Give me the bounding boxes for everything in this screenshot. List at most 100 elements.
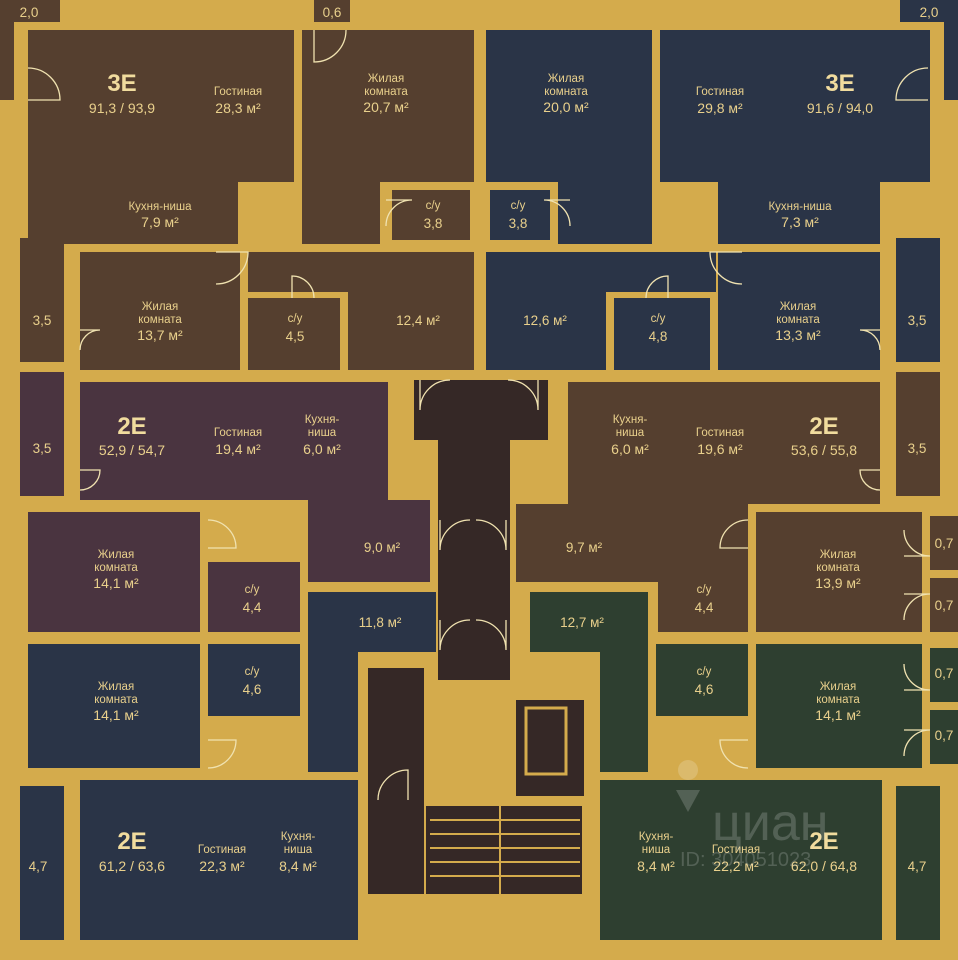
mr-living-room[interactable]	[568, 382, 880, 504]
room-area: 12,7 м²	[560, 615, 604, 630]
unit-2e-mid-left[interactable]	[28, 382, 430, 632]
bl-hall[interactable]	[308, 592, 436, 652]
tl-bedroom-top[interactable]	[302, 30, 474, 182]
room-area: 14,1 м²	[815, 707, 861, 723]
balcony-tc[interactable]	[314, 0, 350, 22]
room-label: Кухня-	[639, 831, 674, 843]
balcony-r2[interactable]	[896, 372, 940, 496]
unit-3e-right[interactable]	[486, 30, 930, 370]
tr-bedroom-top-lower[interactable]	[558, 182, 652, 244]
br-bath[interactable]	[656, 644, 748, 716]
tr-bedroom-top[interactable]	[486, 30, 652, 182]
mr-bedroom[interactable]	[756, 512, 922, 632]
mr-bath[interactable]	[658, 562, 748, 632]
balcony-area: 3,5	[908, 441, 927, 456]
bl-hall-2[interactable]	[308, 652, 358, 772]
room-label: комната	[364, 86, 408, 98]
balcony-area: 0,6	[323, 5, 342, 20]
room-label: Кухня-ниша	[128, 201, 192, 213]
room-label: комната	[776, 314, 820, 326]
pin-icon	[676, 760, 700, 812]
balcony-area: 0,7	[935, 666, 954, 681]
unit-area-3e-right: 91,6 / 94,0	[807, 100, 873, 116]
bl-bedroom[interactable]	[28, 644, 200, 768]
room-label: с/у	[511, 200, 526, 212]
balcony-l3[interactable]	[20, 786, 64, 940]
room-label: с/у	[426, 200, 441, 212]
ml-hall[interactable]	[308, 500, 430, 582]
balcony-r5[interactable]	[930, 648, 958, 702]
tr-hall[interactable]	[486, 252, 716, 292]
balcony-r7[interactable]	[896, 786, 940, 940]
tl-bedroom-low[interactable]	[80, 252, 240, 370]
room-label: Кухня-	[613, 414, 648, 426]
room-label: с/у	[697, 666, 712, 678]
tr-hall-2[interactable]	[486, 292, 606, 370]
br-living-room[interactable]	[600, 780, 882, 940]
br-hall[interactable]	[530, 592, 648, 652]
tl-bedroom-top-lower[interactable]	[302, 182, 380, 244]
balcony-r1[interactable]	[896, 238, 940, 362]
unit-2e-bottom-left[interactable]	[28, 592, 436, 940]
door-swings	[27, 29, 931, 801]
unit-area-2e-bottom-right: 62,0 / 64,8	[791, 858, 857, 874]
unit-2e-bottom-right[interactable]	[530, 592, 922, 940]
tl-bath-2[interactable]	[248, 298, 340, 370]
room-label: Жилая	[368, 73, 404, 85]
room-label: Жилая	[820, 549, 856, 561]
balcony-tl-top[interactable]	[0, 0, 60, 22]
room-label: Жилая	[780, 301, 816, 313]
tr-kitchen-niche[interactable]	[718, 182, 880, 244]
tr-living-room[interactable]	[660, 30, 930, 182]
balcony-area: 3,5	[33, 441, 52, 456]
tl-bath-1[interactable]	[392, 190, 470, 240]
balcony-l2[interactable]	[20, 372, 64, 496]
balcony-r4[interactable]	[930, 578, 958, 632]
balcony-tr[interactable]	[944, 0, 958, 100]
tr-bath-2[interactable]	[614, 298, 710, 370]
balcony-area: 0,7	[935, 728, 954, 743]
ml-bath[interactable]	[208, 562, 300, 632]
room-label: Жилая	[820, 681, 856, 693]
balcony-tl[interactable]	[0, 0, 14, 100]
room-area: 11,8 м²	[359, 615, 402, 630]
ml-living-room[interactable]	[80, 382, 388, 500]
balcony-r3[interactable]	[930, 516, 958, 570]
br-hall-2[interactable]	[600, 652, 648, 772]
tl-living-room[interactable]	[28, 30, 294, 182]
room-label: комната	[94, 562, 138, 574]
unit-2e-mid-right[interactable]	[516, 382, 922, 632]
tl-kitchen-niche[interactable]	[28, 182, 238, 244]
bl-bath[interactable]	[208, 644, 300, 716]
tl-hall[interactable]	[248, 252, 474, 292]
balcony-r6[interactable]	[930, 710, 958, 764]
balcony-area: 3,5	[33, 313, 52, 328]
balcony-tr-top[interactable]	[900, 0, 958, 22]
room-area: 7,9 м²	[141, 214, 179, 230]
room-area: 4,4	[243, 600, 262, 615]
room-labels: Гостиная 28,3 м² Кухня-ниша 7,9 м² Жилая…	[93, 73, 861, 874]
br-bedroom[interactable]	[756, 644, 922, 768]
bl-living-room[interactable]	[80, 780, 358, 940]
unit-3e-left[interactable]	[28, 30, 474, 370]
unit-code-3e-left: 3Е	[107, 70, 136, 97]
tr-bath-1[interactable]	[490, 190, 550, 240]
room-area: 13,9 м²	[815, 575, 861, 591]
balcony-area: 4,7	[29, 859, 48, 874]
room-area: 6,0 м²	[611, 441, 649, 457]
unit-area-2e-bottom-left: 61,2 / 63,6	[99, 858, 165, 874]
room-area: 14,1 м²	[93, 575, 139, 591]
tl-hall-2[interactable]	[348, 292, 474, 370]
ml-bedroom[interactable]	[28, 512, 200, 632]
balcony-l1[interactable]	[20, 238, 64, 362]
unit-code-2e-mid-right: 2Е	[809, 413, 838, 440]
room-label: Кухня-ниша	[768, 201, 832, 213]
tr-bedroom-low[interactable]	[718, 252, 880, 370]
room-area: 4,8	[649, 329, 668, 344]
room-area: 9,0 м²	[364, 540, 401, 555]
watermark: циан ID: 304051023	[676, 760, 828, 871]
unit-code-2e-bottom-left: 2Е	[117, 828, 146, 855]
room-label: ниша	[642, 844, 671, 856]
balcony-area: 0,7	[935, 598, 954, 613]
